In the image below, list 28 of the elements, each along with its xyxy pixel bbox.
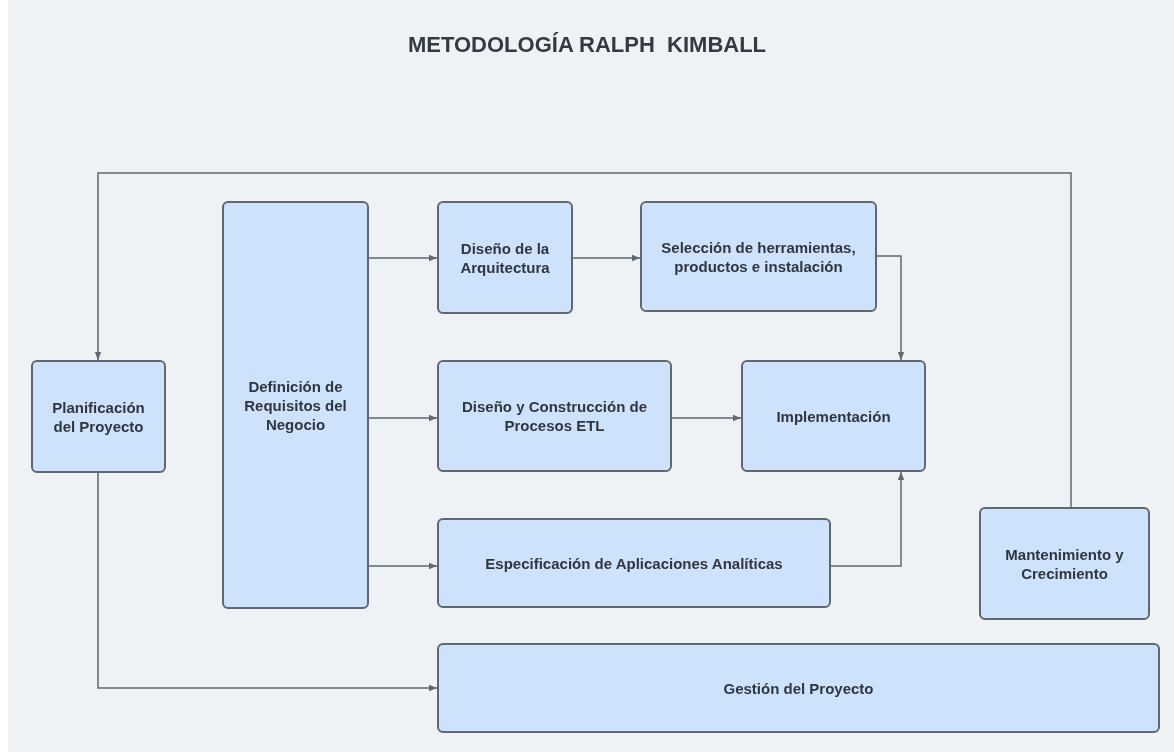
arrow [876, 255, 905, 361]
process-box [979, 507, 1150, 620]
arrow [94, 172, 1072, 508]
box-label: Mantenimiento y Crecimiento [1004, 544, 1125, 583]
box-label: Planificación del Proyecto [51, 397, 146, 436]
arrow [671, 414, 742, 422]
process-box [222, 201, 369, 609]
process-box [437, 201, 573, 314]
box-label: Gestión del Proyecto [722, 678, 875, 698]
box-label: Selección de herramientas, productos e instalación [660, 237, 857, 276]
arrow [368, 414, 438, 422]
box-label: Definición de Requisitos del Negocio [243, 376, 348, 434]
process-box [640, 201, 877, 312]
process-box [437, 360, 672, 472]
arrow [368, 562, 438, 570]
process-box [437, 643, 1160, 733]
box-label: Especificación de Aplicaciones Analíticas [484, 553, 784, 573]
process-box [437, 518, 831, 608]
process-box [741, 360, 926, 472]
arrow [368, 254, 438, 262]
arrow [572, 254, 641, 262]
box-label: Implementación [775, 406, 892, 426]
box-label: Diseño de la Arquitectura [459, 238, 551, 277]
title: METODOLOGÍA RALPH KIMBALL [406, 31, 768, 59]
arrow [830, 471, 905, 567]
arrow [97, 472, 438, 692]
box-label: Diseño y Construcción de Procesos ETL [460, 397, 648, 435]
process-box [31, 360, 166, 473]
